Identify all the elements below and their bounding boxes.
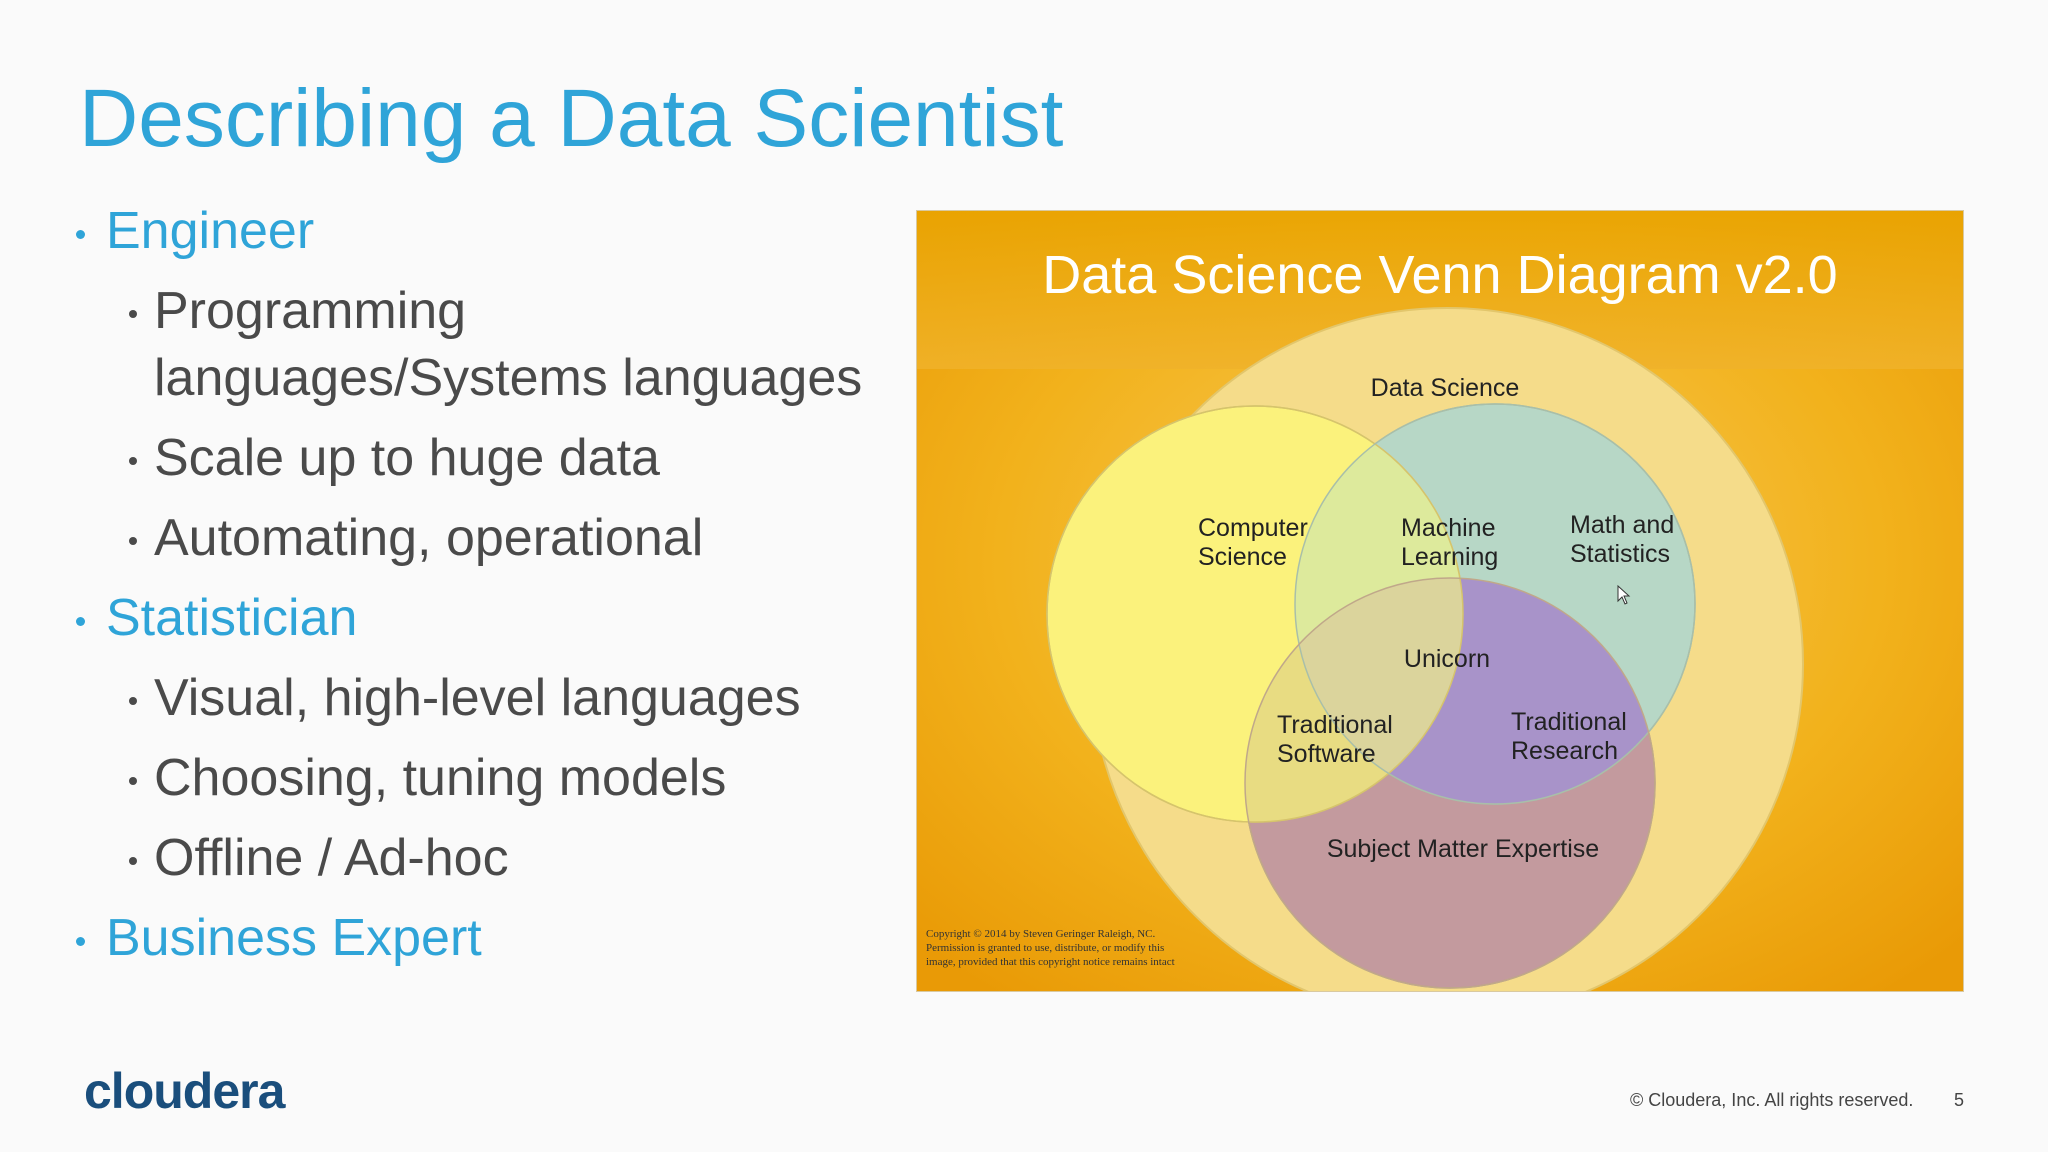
venn-diagram-svg: Data Science Venn Diagram v2.0 Data Scie… [917,211,1963,991]
bullet-offline: Offline / Ad-hoc [129,827,509,889]
bullet-engineer: Engineer [76,200,315,262]
computer-science-outline [1046,405,1464,823]
bullet-choosing: Choosing, tuning models [129,747,727,809]
traditional-software-label-line2: Software [1277,740,1376,768]
subject-matter-label: Subject Matter Expertise [1327,835,1599,863]
cloudera-logo: cloudera [84,1063,285,1119]
bullet-text: languages/Systems languages [154,349,863,407]
math-statistics-outline [1294,403,1696,805]
venn-copyright-line1: Copyright © 2014 by Steven Geringer Rale… [926,928,1155,940]
venn-copyright-line3: image, provided that this copyright noti… [926,956,1175,968]
bullet-text: Automating, operational [154,509,704,567]
bullet-text: Engineer [106,202,315,260]
bullet-statistician: Statistician [76,587,358,649]
bullet-text: Statistician [106,589,358,647]
traditional-research-label-line2: Research [1511,737,1618,765]
unicorn-label: Unicorn [1404,645,1490,673]
bullet-scale: Scale up to huge data [129,427,660,489]
bullet-dot [129,457,137,465]
bullet-business-expert: Business Expert [76,907,482,969]
bullet-dot [129,537,137,545]
venn-copyright-line2: Permission is granted to use, distribute… [926,942,1164,954]
page-number: 5 [1954,1090,1965,1110]
slide-title: Describing a Data Scientist [79,73,1064,164]
machine-learning-label-line2: Learning [1401,543,1498,571]
bullet-text: Programming [154,282,467,340]
math-statistics-label-line1: Math and [1570,511,1674,539]
bullet-text: Visual, high-level languages [154,669,801,727]
mouse-cursor-icon [1617,584,1631,605]
data-science-label: Data Science [1371,374,1520,402]
footer-copyright: © Cloudera, Inc. All rights reserved. [1630,1090,1914,1110]
bullet-dot [129,857,137,865]
bullet-text: Offline / Ad-hoc [154,829,509,887]
traditional-software-label-line1: Traditional [1277,711,1393,739]
bullet-text: Business Expert [106,909,482,967]
bullet-dot [129,777,137,785]
bullet-programming: Programming [129,280,467,342]
bullet-text: Scale up to huge data [154,429,660,487]
venn-copyright: Copyright © 2014 by Steven Geringer Rale… [926,928,1175,968]
bullet-dot [129,697,137,705]
bullet-automating: Automating, operational [129,507,704,569]
math-statistics-label-line2: Statistics [1570,540,1670,568]
computer-science-label-line1: Computer [1198,514,1308,542]
bullet-dot [76,230,85,239]
traditional-research-label-line1: Traditional [1511,708,1627,736]
machine-learning-label-line1: Machine [1401,514,1496,542]
venn-title: Data Science Venn Diagram v2.0 [1042,245,1837,305]
bullet-text: Choosing, tuning models [154,749,727,807]
bullet-dot [129,310,137,318]
bullet-visual: Visual, high-level languages [129,667,801,729]
venn-diagram-image: Data Science Venn Diagram v2.0 Data Scie… [916,210,1964,992]
computer-science-label-line2: Science [1198,543,1287,571]
bullet-programming-continuation: languages/Systems languages [154,347,862,409]
bullet-dot [76,617,85,626]
venn-labels: Data Science Computer Science Machine Le… [1198,374,1674,863]
subject-matter-outline [1244,577,1656,989]
bullet-dot [76,937,85,946]
